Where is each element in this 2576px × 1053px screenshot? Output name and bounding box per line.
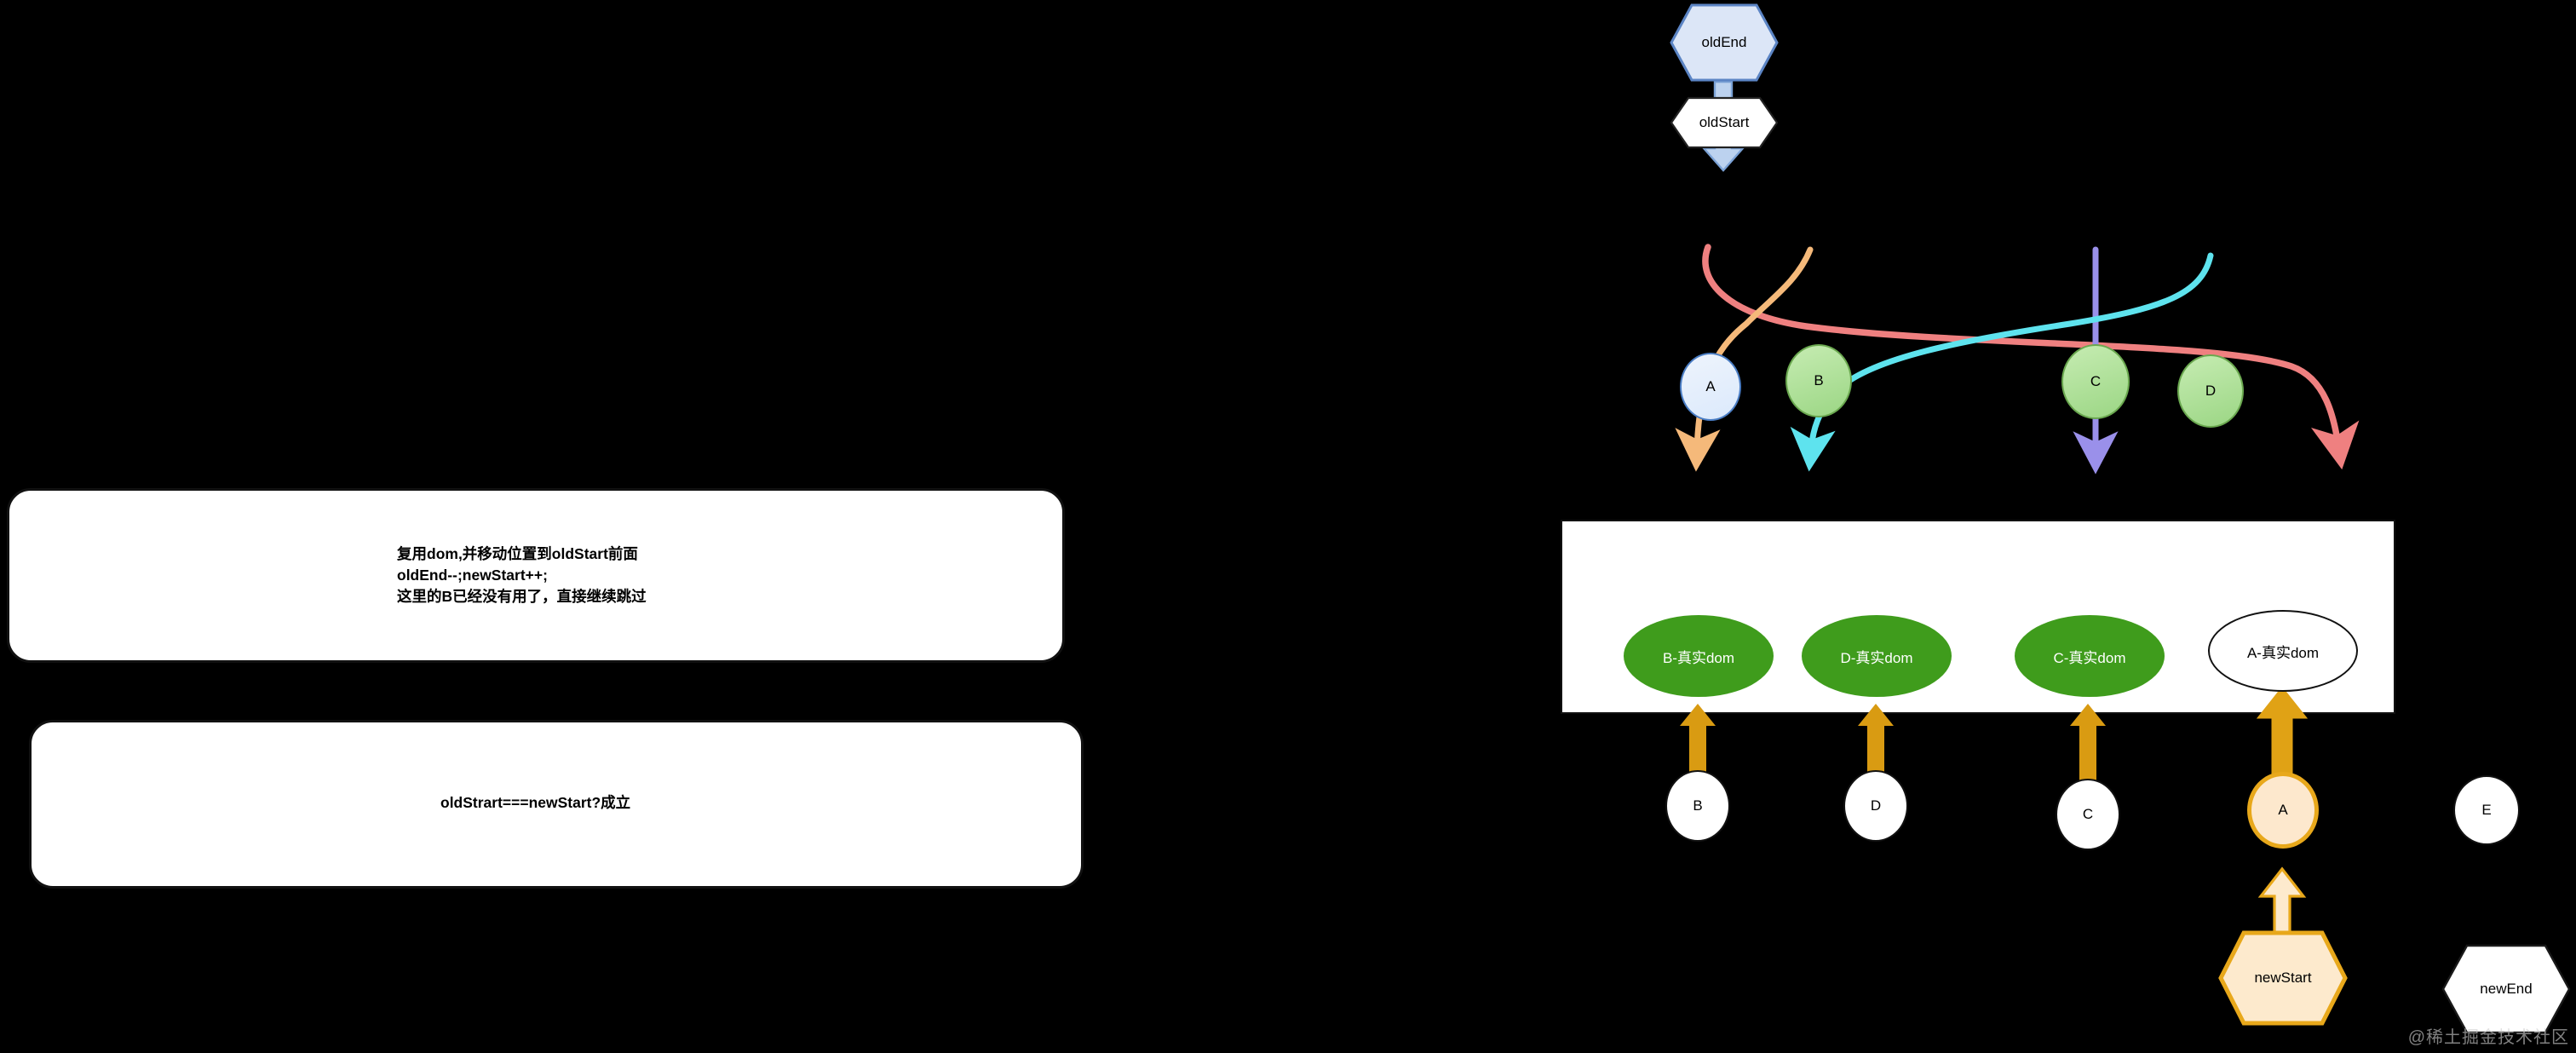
new-vnode-d: D (1843, 770, 1908, 842)
note-box-step: 复用dom,并移动位置到oldStart前面 oldEnd--;newStart… (7, 488, 1065, 663)
pointer-newstart-label: newStart (2254, 970, 2312, 986)
new-vnode-a: A (2247, 772, 2319, 849)
new-vnode-b-label: B (1693, 797, 1703, 814)
watermark: @稀土掘金技术社区 (2407, 1028, 2569, 1047)
real-dom-d-label: D-真实dom (1840, 649, 1913, 666)
pointer-newend-label: newEnd (2480, 981, 2533, 997)
edge-cdom-to-c (2070, 704, 2106, 780)
note-box-condition: oldStrart===newStart?成立 (29, 720, 1084, 889)
note-box-step-text: 复用dom,并移动位置到oldStart前面 oldEnd--;newStart… (397, 545, 647, 605)
real-dom-c-label: C-真实dom (2053, 649, 2126, 666)
pointer-oldend: oldEnd (1670, 3, 1779, 82)
old-vnode-b-label: B (1814, 372, 1824, 388)
new-vnode-c: C (2056, 779, 2120, 850)
real-dom-a-label: A-真实dom (2246, 644, 2320, 661)
edge-d-to-d-dom (1790, 252, 2214, 472)
real-dom-b-label: B-真实dom (1662, 649, 1735, 666)
new-vnode-b: B (1665, 770, 1730, 842)
pointer-newstart: newStart (2218, 930, 2348, 1026)
pointer-oldstart-label: oldStart (1699, 114, 1750, 130)
hexagon-shape (1670, 3, 1779, 82)
hexagon-shape (1670, 96, 1779, 149)
pointer-oldend-label: oldEnd (1701, 34, 1747, 50)
old-vnode-d: D (2177, 354, 2244, 428)
new-vnode-e: E (2453, 775, 2520, 845)
new-vnode-a-label: A (2278, 802, 2288, 818)
real-dom-c: C-真实dom (2015, 615, 2165, 697)
real-dom-d: D-真实dom (1802, 615, 1952, 697)
edge-bdom-to-b (1680, 704, 1716, 772)
new-vnode-e-label: E (2481, 802, 2492, 818)
new-vnode-d-label: D (1870, 797, 1882, 814)
old-vnode-c: C (2061, 344, 2130, 419)
edge-ddom-to-d (1858, 704, 1894, 772)
pointer-oldstart: oldStart (1670, 96, 1779, 149)
real-dom-b: B-真实dom (1624, 615, 1774, 697)
hexagon-shape (2218, 930, 2348, 1026)
real-dom-a: A-真实dom (2208, 610, 2358, 692)
new-vnode-c-label: C (2082, 806, 2094, 822)
old-vnode-c-label: C (2090, 373, 2102, 389)
note-box-condition-text: oldStrart===newStart?成立 (440, 794, 631, 811)
old-vnode-a: A (1680, 353, 1741, 421)
pointer-newend: newEnd (2441, 944, 2571, 1034)
old-vnode-b: B (1785, 344, 1852, 417)
hexagon-shape (2441, 944, 2571, 1034)
edge-a-to-a-dom (1702, 244, 2360, 470)
old-vnode-d-label: D (2205, 383, 2217, 399)
old-vnode-a-label: A (1705, 378, 1716, 394)
